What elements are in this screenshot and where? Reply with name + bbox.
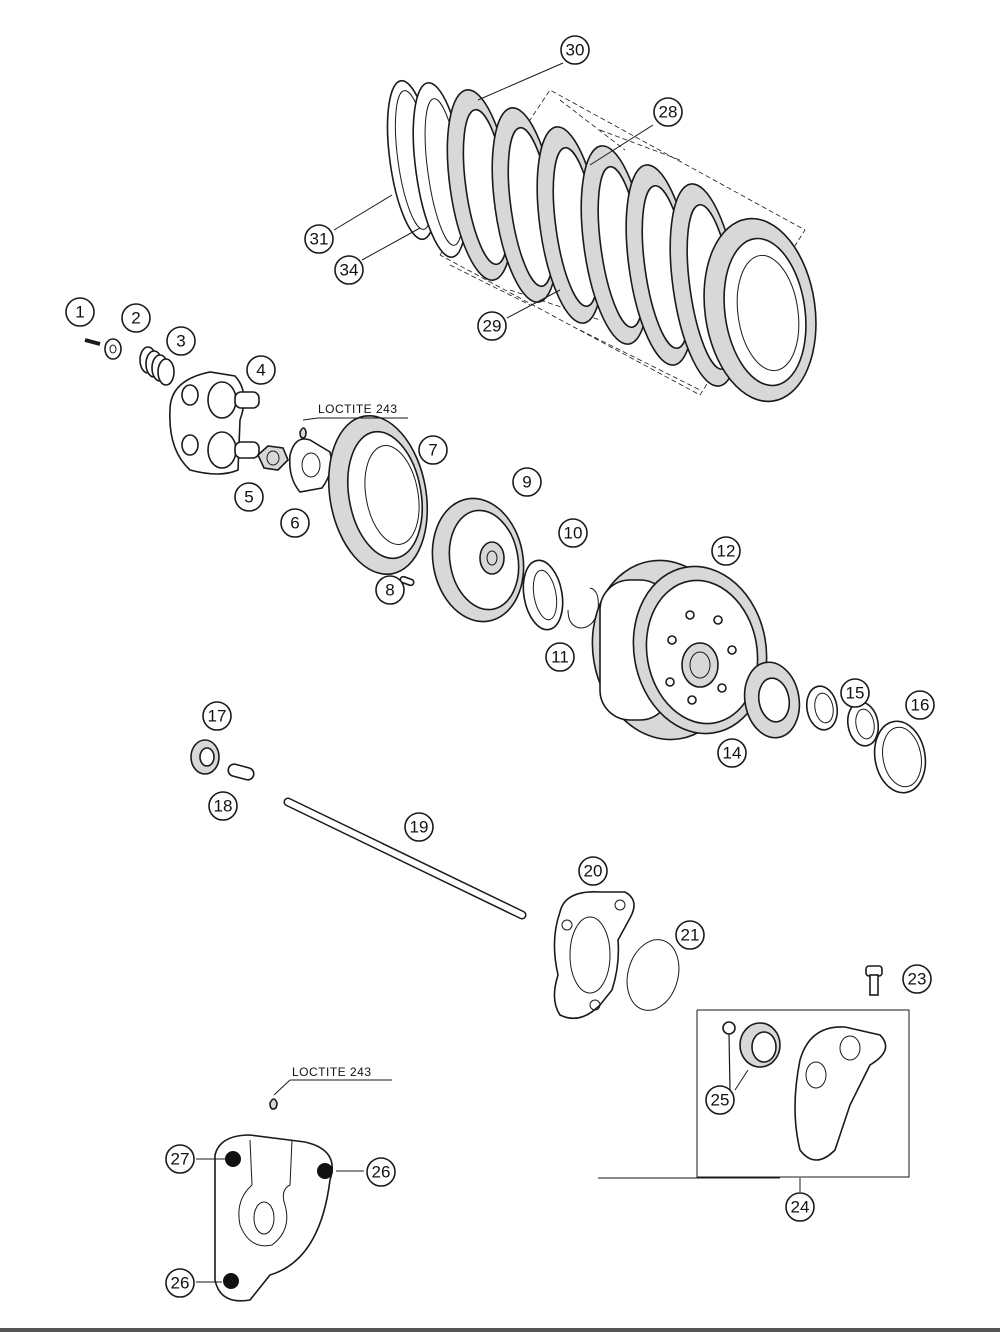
callout-29-label: 29 (483, 317, 502, 336)
callout-2: 2 (121, 303, 151, 333)
callout-31-label: 31 (310, 230, 329, 249)
outer-clutch-basket (591, 559, 768, 741)
callout-23-label: 23 (908, 970, 927, 989)
callout-15: 15 (840, 678, 870, 708)
callout-9: 9 (512, 467, 542, 497)
callout-34-label: 34 (340, 261, 359, 280)
slave-cylinder-assembly (696, 1009, 910, 1178)
callout-9-label: 9 (522, 473, 531, 492)
loctite-note-top: LOCTITE 243 (302, 402, 408, 421)
push-rod-bearing-and-sleeve (190, 739, 255, 781)
callout-31: 31 (304, 224, 334, 254)
callout-6: 6 (280, 508, 310, 538)
callout-25: 25 (705, 1085, 735, 1115)
callout-17-label: 17 (208, 707, 227, 726)
callout-17: 17 (202, 701, 232, 731)
callout-24-label: 24 (791, 1198, 810, 1217)
callout-16: 16 (905, 690, 935, 720)
callout-27: 27 (165, 1144, 195, 1174)
thrust-washer-and-circlip (522, 559, 599, 631)
bleed-screw (865, 965, 883, 996)
clutch-cover-plate (214, 1098, 333, 1302)
loctite-label-top: LOCTITE 243 (318, 402, 398, 416)
loctite-label-bottom: LOCTITE 243 (292, 1065, 372, 1079)
callout-16-label: 16 (911, 696, 930, 715)
callout-8-label: 8 (385, 581, 394, 600)
callout-26-right: 26 (366, 1157, 396, 1187)
callout-26-right-label: 26 (372, 1163, 391, 1182)
callout-10: 10 (558, 518, 588, 548)
callout-2-label: 2 (131, 309, 140, 328)
bottom-rule (0, 1328, 1000, 1332)
callout-19-label: 19 (410, 818, 429, 837)
callout-27-label: 27 (171, 1150, 190, 1169)
callout-29: 29 (477, 311, 507, 341)
callout-7: 7 (418, 435, 448, 465)
callout-30: 30 (560, 35, 590, 65)
callout-7-label: 7 (428, 441, 437, 460)
slave-cylinder-gasket (553, 891, 635, 1020)
callout-19: 19 (404, 812, 434, 842)
primary-gear-and-bearings (743, 661, 927, 794)
callout-12-label: 12 (717, 542, 736, 561)
push-rod (283, 797, 527, 920)
callout-6-label: 6 (290, 514, 299, 533)
callout-24: 24 (785, 1192, 815, 1222)
callout-14-label: 14 (723, 744, 742, 763)
callout-5-label: 5 (244, 488, 253, 507)
callout-28: 28 (653, 97, 683, 127)
callout-1-label: 1 (75, 303, 84, 322)
callout-34: 34 (334, 255, 364, 285)
pressure-plate (431, 497, 525, 623)
callout-8: 8 (375, 575, 405, 605)
callout-11: 11 (545, 642, 575, 672)
callout-30-label: 30 (566, 41, 585, 60)
callout-12: 12 (711, 536, 741, 566)
callout-21: 21 (675, 920, 705, 950)
loctite-note-bottom: LOCTITE 243 (273, 1065, 392, 1096)
callout-21-label: 21 (681, 926, 700, 945)
callout-20: 20 (578, 856, 608, 886)
callout-25-label: 25 (711, 1091, 730, 1110)
callout-10-label: 10 (564, 524, 583, 543)
leader-lines (196, 62, 801, 1283)
callout-4-label: 4 (256, 361, 265, 380)
callout-3-label: 3 (176, 332, 185, 351)
callout-11-label: 11 (551, 648, 569, 667)
callout-28-label: 28 (659, 103, 678, 122)
callout-15-label: 15 (846, 684, 865, 703)
clutch-plate-stack (386, 79, 817, 403)
pressure-plate-assembly (84, 338, 333, 493)
o-ring (626, 939, 680, 1011)
callout-20-label: 20 (584, 862, 603, 881)
callout-5: 5 (234, 482, 264, 512)
callout-26-bottom-label: 26 (171, 1274, 190, 1293)
callout-18: 18 (208, 791, 238, 821)
callout-14: 14 (717, 738, 747, 768)
callout-23: 23 (902, 964, 932, 994)
callout-4: 4 (246, 355, 276, 385)
callout-26-bottom: 26 (165, 1268, 195, 1298)
callout-1: 1 (65, 297, 95, 327)
callout-3: 3 (166, 326, 196, 356)
inner-clutch-hub (327, 414, 429, 587)
callout-18-label: 18 (214, 797, 233, 816)
